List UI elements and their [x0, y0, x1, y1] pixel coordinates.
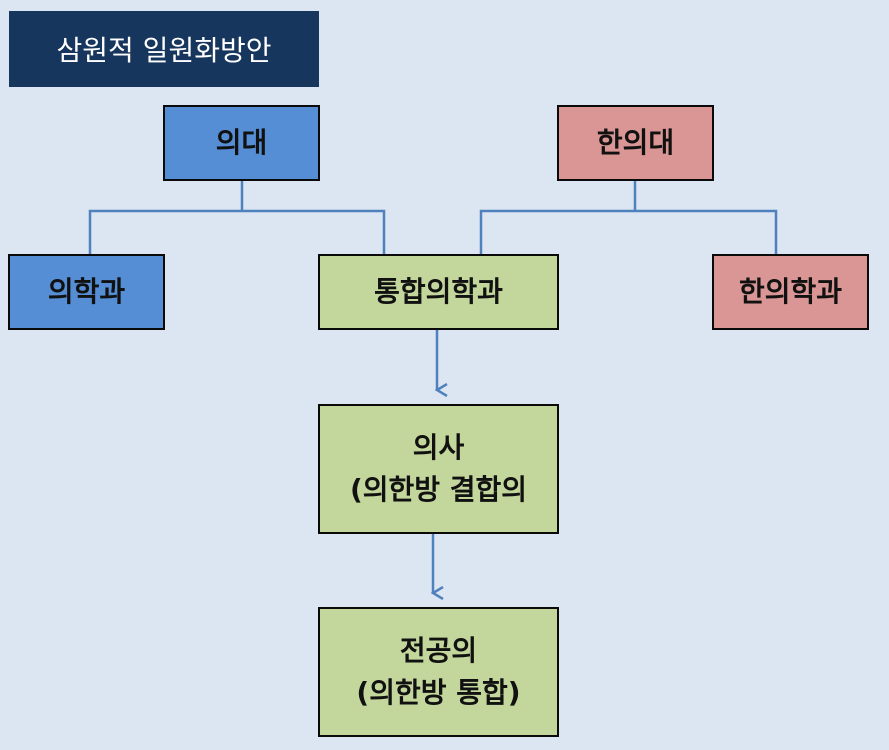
node-korean-medicine-dept: 한의학과: [712, 254, 869, 330]
node-integrated-medicine-dept: 통합의학과: [318, 254, 559, 330]
node-doctor-line2: (의한방 결합의: [349, 473, 528, 506]
node-medicine-dept-label: 의학과: [47, 275, 126, 308]
node-medical-school-label: 의대: [215, 126, 268, 159]
node-specialist: 전공의 (의한방 통합): [318, 607, 559, 737]
node-doctor-line1: 의사: [412, 431, 465, 464]
node-doctor: 의사 (의한방 결합의: [318, 404, 559, 534]
node-medical-school: 의대: [163, 105, 320, 181]
node-specialist-line2: (의한방 통합): [356, 676, 521, 709]
page-title-text: 삼원적 일원화방안: [56, 34, 272, 67]
node-korean-medical-school: 한의대: [557, 105, 714, 181]
node-specialist-line1: 전공의: [399, 634, 478, 667]
node-integrated-medicine-dept-label: 통합의학과: [374, 275, 503, 308]
connector-korean-medical-school: [479, 209, 778, 254]
page-title: 삼원적 일원화방안: [9, 11, 319, 87]
node-medicine-dept: 의학과: [8, 254, 165, 330]
node-korean-medical-school-label: 한의대: [596, 126, 675, 159]
node-korean-medicine-dept-label: 한의학과: [738, 275, 843, 308]
connector-medical-school: [88, 209, 386, 254]
